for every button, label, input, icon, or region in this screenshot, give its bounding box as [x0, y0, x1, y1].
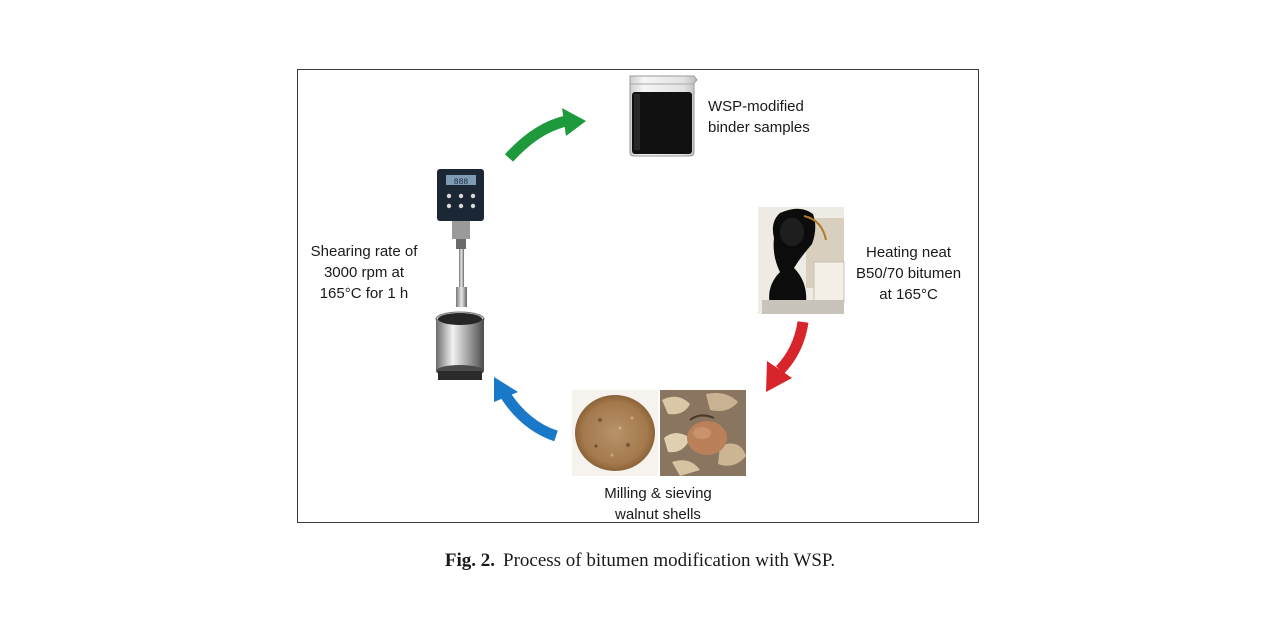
step-label-heating: Heating neat B50/70 bitumen at 165°C [856, 244, 962, 303]
walnut-shells-image [660, 390, 746, 476]
beaker-image [629, 75, 698, 157]
caption-label: Fig. 2. [444, 550, 495, 571]
heating-image [758, 207, 845, 314]
figure-caption: Fig. 2. Process of bitumen modification w… [0, 550, 1280, 572]
caption-text: Process of bitumen modification with WSP… [503, 550, 836, 571]
mixer-image: 888 [435, 169, 485, 380]
step-label-milling: Milling & sieving walnut shells [604, 485, 712, 523]
step-label-shearing: Shearing rate of 3000 rpm at 165°C for 1… [310, 243, 418, 302]
mixer-display-text: 888 [454, 178, 469, 187]
walnut-powder-image [572, 390, 658, 476]
arrow-heat-to-mill [766, 321, 809, 392]
arrow-shear-to-binder [504, 108, 586, 162]
step-label-binder: WSP-modified binder samples [708, 98, 810, 136]
arrow-mill-to-shear [494, 377, 558, 442]
